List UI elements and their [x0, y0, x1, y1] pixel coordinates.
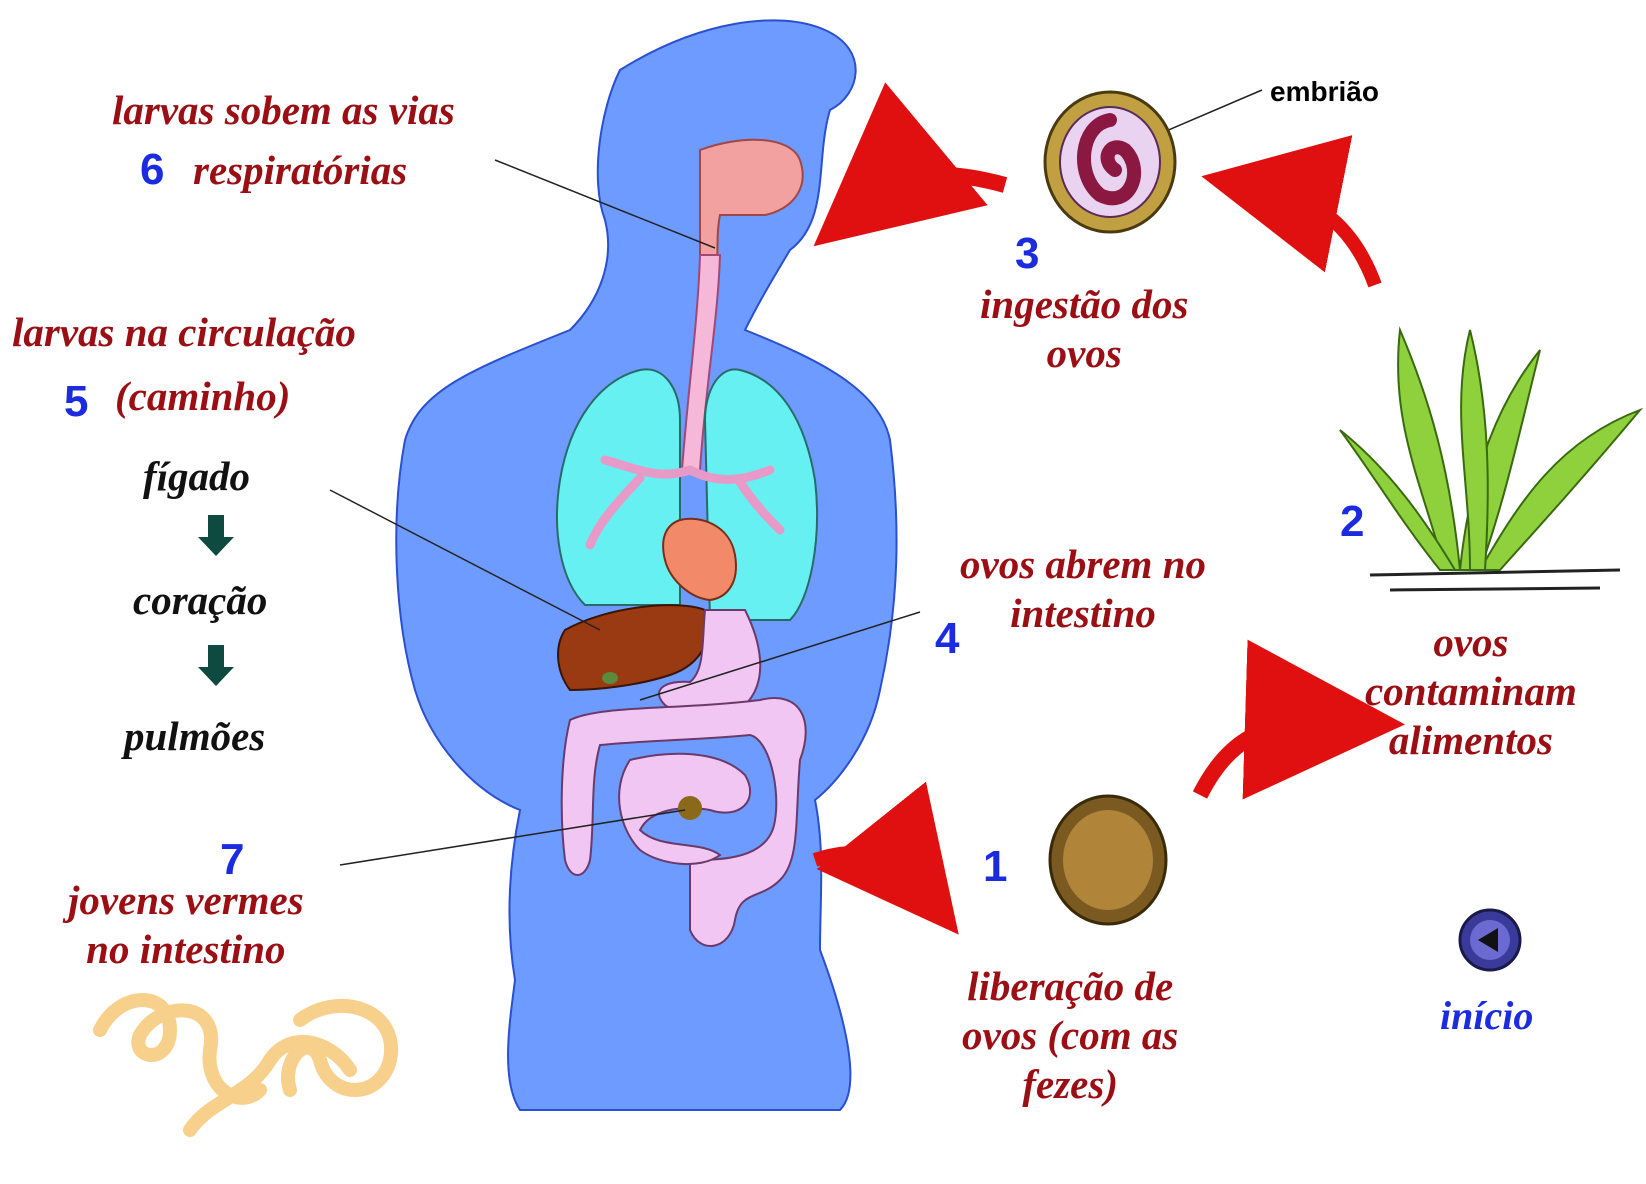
step-3-line-2: ovos: [980, 329, 1188, 378]
home-button[interactable]: [1460, 910, 1520, 970]
step-4-number: 4: [935, 617, 959, 661]
step-1-label: liberação de ovos (com as fezes): [962, 962, 1178, 1110]
egg-with-embryo: [1045, 92, 1175, 232]
step-5-line-1: larvas na circulação: [12, 308, 356, 357]
step-3-line-1: ingestão dos: [980, 280, 1188, 329]
gall-bladder: [602, 672, 618, 684]
down-arrow-1: [198, 515, 234, 556]
arrow-2: [1200, 722, 1325, 795]
step-1-line-3: fezes): [962, 1060, 1178, 1109]
step-5-line-2: (caminho): [115, 372, 290, 421]
arrow-6: [875, 175, 1005, 195]
step-5-number: 5: [64, 380, 88, 424]
step-4-line-2: intestino: [960, 589, 1206, 638]
step-2-label: ovos contaminam alimentos: [1365, 618, 1577, 766]
step-6-label: larvas sobem as vias: [112, 86, 455, 135]
young-worm-marker: [678, 796, 702, 820]
ground-lines: [1370, 570, 1620, 590]
step-4-line-1: ovos abrem no: [960, 540, 1206, 589]
step-6-number: 6: [140, 148, 164, 192]
step-6-line-1: larvas sobem as vias: [112, 86, 455, 135]
step-7-line-2: no intestino: [68, 925, 304, 974]
step-2-line-2: contaminam: [1365, 667, 1577, 716]
step-2-line-3: alimentos: [1365, 716, 1577, 765]
step-1-number: 1: [983, 845, 1007, 889]
step-2-line-1: ovos: [1365, 618, 1577, 667]
home-link[interactable]: início: [1440, 992, 1533, 1039]
step-7-label: jovens vermes no intestino: [68, 876, 304, 974]
egg: [1050, 796, 1166, 924]
arrow-3: [1270, 190, 1375, 285]
step-3-label: ingestão dos ovos: [980, 280, 1188, 378]
step-1-line-2: ovos (com as: [962, 1011, 1178, 1060]
embryo-label: embrião: [1270, 78, 1379, 106]
step-7-line-1: jovens vermes: [68, 876, 304, 925]
path-liver: fígado: [143, 452, 250, 501]
step-6-line-2: respiratórias: [193, 146, 407, 195]
step-4-label: ovos abrem no intestino: [960, 540, 1206, 638]
plant: [1340, 330, 1640, 570]
path-heart: coração: [133, 576, 267, 625]
down-arrow-2: [198, 645, 234, 686]
step-3-number: 3: [1015, 232, 1039, 276]
arrow-1: [815, 853, 915, 880]
step-1-line-1: liberação de: [962, 962, 1178, 1011]
step-2-number: 2: [1340, 500, 1364, 544]
young-worms: [100, 1000, 391, 1130]
path-lungs: pulmões: [124, 712, 265, 761]
